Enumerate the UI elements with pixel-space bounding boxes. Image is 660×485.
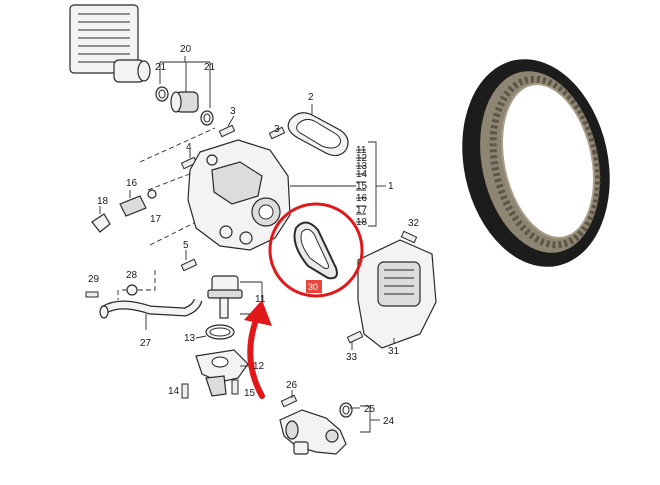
- callout-25: 25: [364, 404, 376, 415]
- callout-13-left: 13: [184, 333, 196, 344]
- highlighted-belt-callout: [268, 202, 364, 298]
- callout-13-right: 13: [356, 161, 368, 172]
- callout-20: 20: [180, 44, 192, 55]
- callout-14-right: 14: [356, 169, 368, 180]
- callout-30: 30: [308, 282, 318, 292]
- callout-5: 5: [183, 240, 189, 251]
- callout-2: 2: [308, 92, 314, 103]
- callout-17-right: 17: [356, 205, 368, 216]
- callout-31: 31: [388, 346, 400, 357]
- callout-18-left: 18: [97, 196, 109, 207]
- callout-16-left: 16: [126, 178, 138, 189]
- temperature-sensor-part: [119, 189, 157, 217]
- thermostat-part: [207, 275, 243, 319]
- callout-21-right: 21: [204, 62, 216, 73]
- callout-32: 32: [408, 218, 420, 229]
- callout-4: 4: [186, 142, 192, 153]
- callout-18-right: 18: [356, 217, 368, 228]
- pipe-fitting-part: [155, 86, 214, 126]
- callout-15-left: 15: [244, 388, 256, 399]
- coolant-pipe-assembly-part: [279, 402, 353, 455]
- callout-12-left: 12: [253, 361, 265, 372]
- callout-11-right: 11: [356, 145, 367, 156]
- callout-27: 27: [140, 338, 152, 349]
- coolant-hose-part: [99, 298, 203, 319]
- callout-1: 1: [388, 181, 394, 192]
- water-pump-housing-part: [187, 139, 291, 251]
- coolant-flange-part: [195, 349, 249, 397]
- callout-29: 29: [88, 274, 100, 285]
- callout-21-left: 21: [155, 62, 167, 73]
- gasket-part: [287, 112, 349, 157]
- callout-26: 26: [286, 380, 298, 391]
- red-arrow-indicator: [244, 300, 272, 399]
- callout-11-left: 11: [255, 294, 266, 305]
- callout-3-mid: 3: [274, 124, 280, 135]
- callout-15-right: 15: [356, 181, 368, 192]
- callout-16-right: 16: [356, 193, 368, 204]
- toothed-belt-photo: [462, 59, 610, 267]
- callout-12-right: 12: [356, 153, 368, 164]
- bolt-3-part: [218, 124, 236, 138]
- belt-cover-part: [357, 239, 437, 349]
- callout-30-badge: [306, 280, 322, 293]
- callout-17-left: 17: [150, 214, 162, 225]
- callout-28: 28: [126, 270, 138, 281]
- callout-14-left: 14: [168, 386, 180, 397]
- callout-33: 33: [346, 352, 358, 363]
- callout-24: 24: [383, 416, 395, 427]
- oil-cooler-part: [69, 4, 151, 83]
- callout-3-top: 3: [230, 106, 236, 117]
